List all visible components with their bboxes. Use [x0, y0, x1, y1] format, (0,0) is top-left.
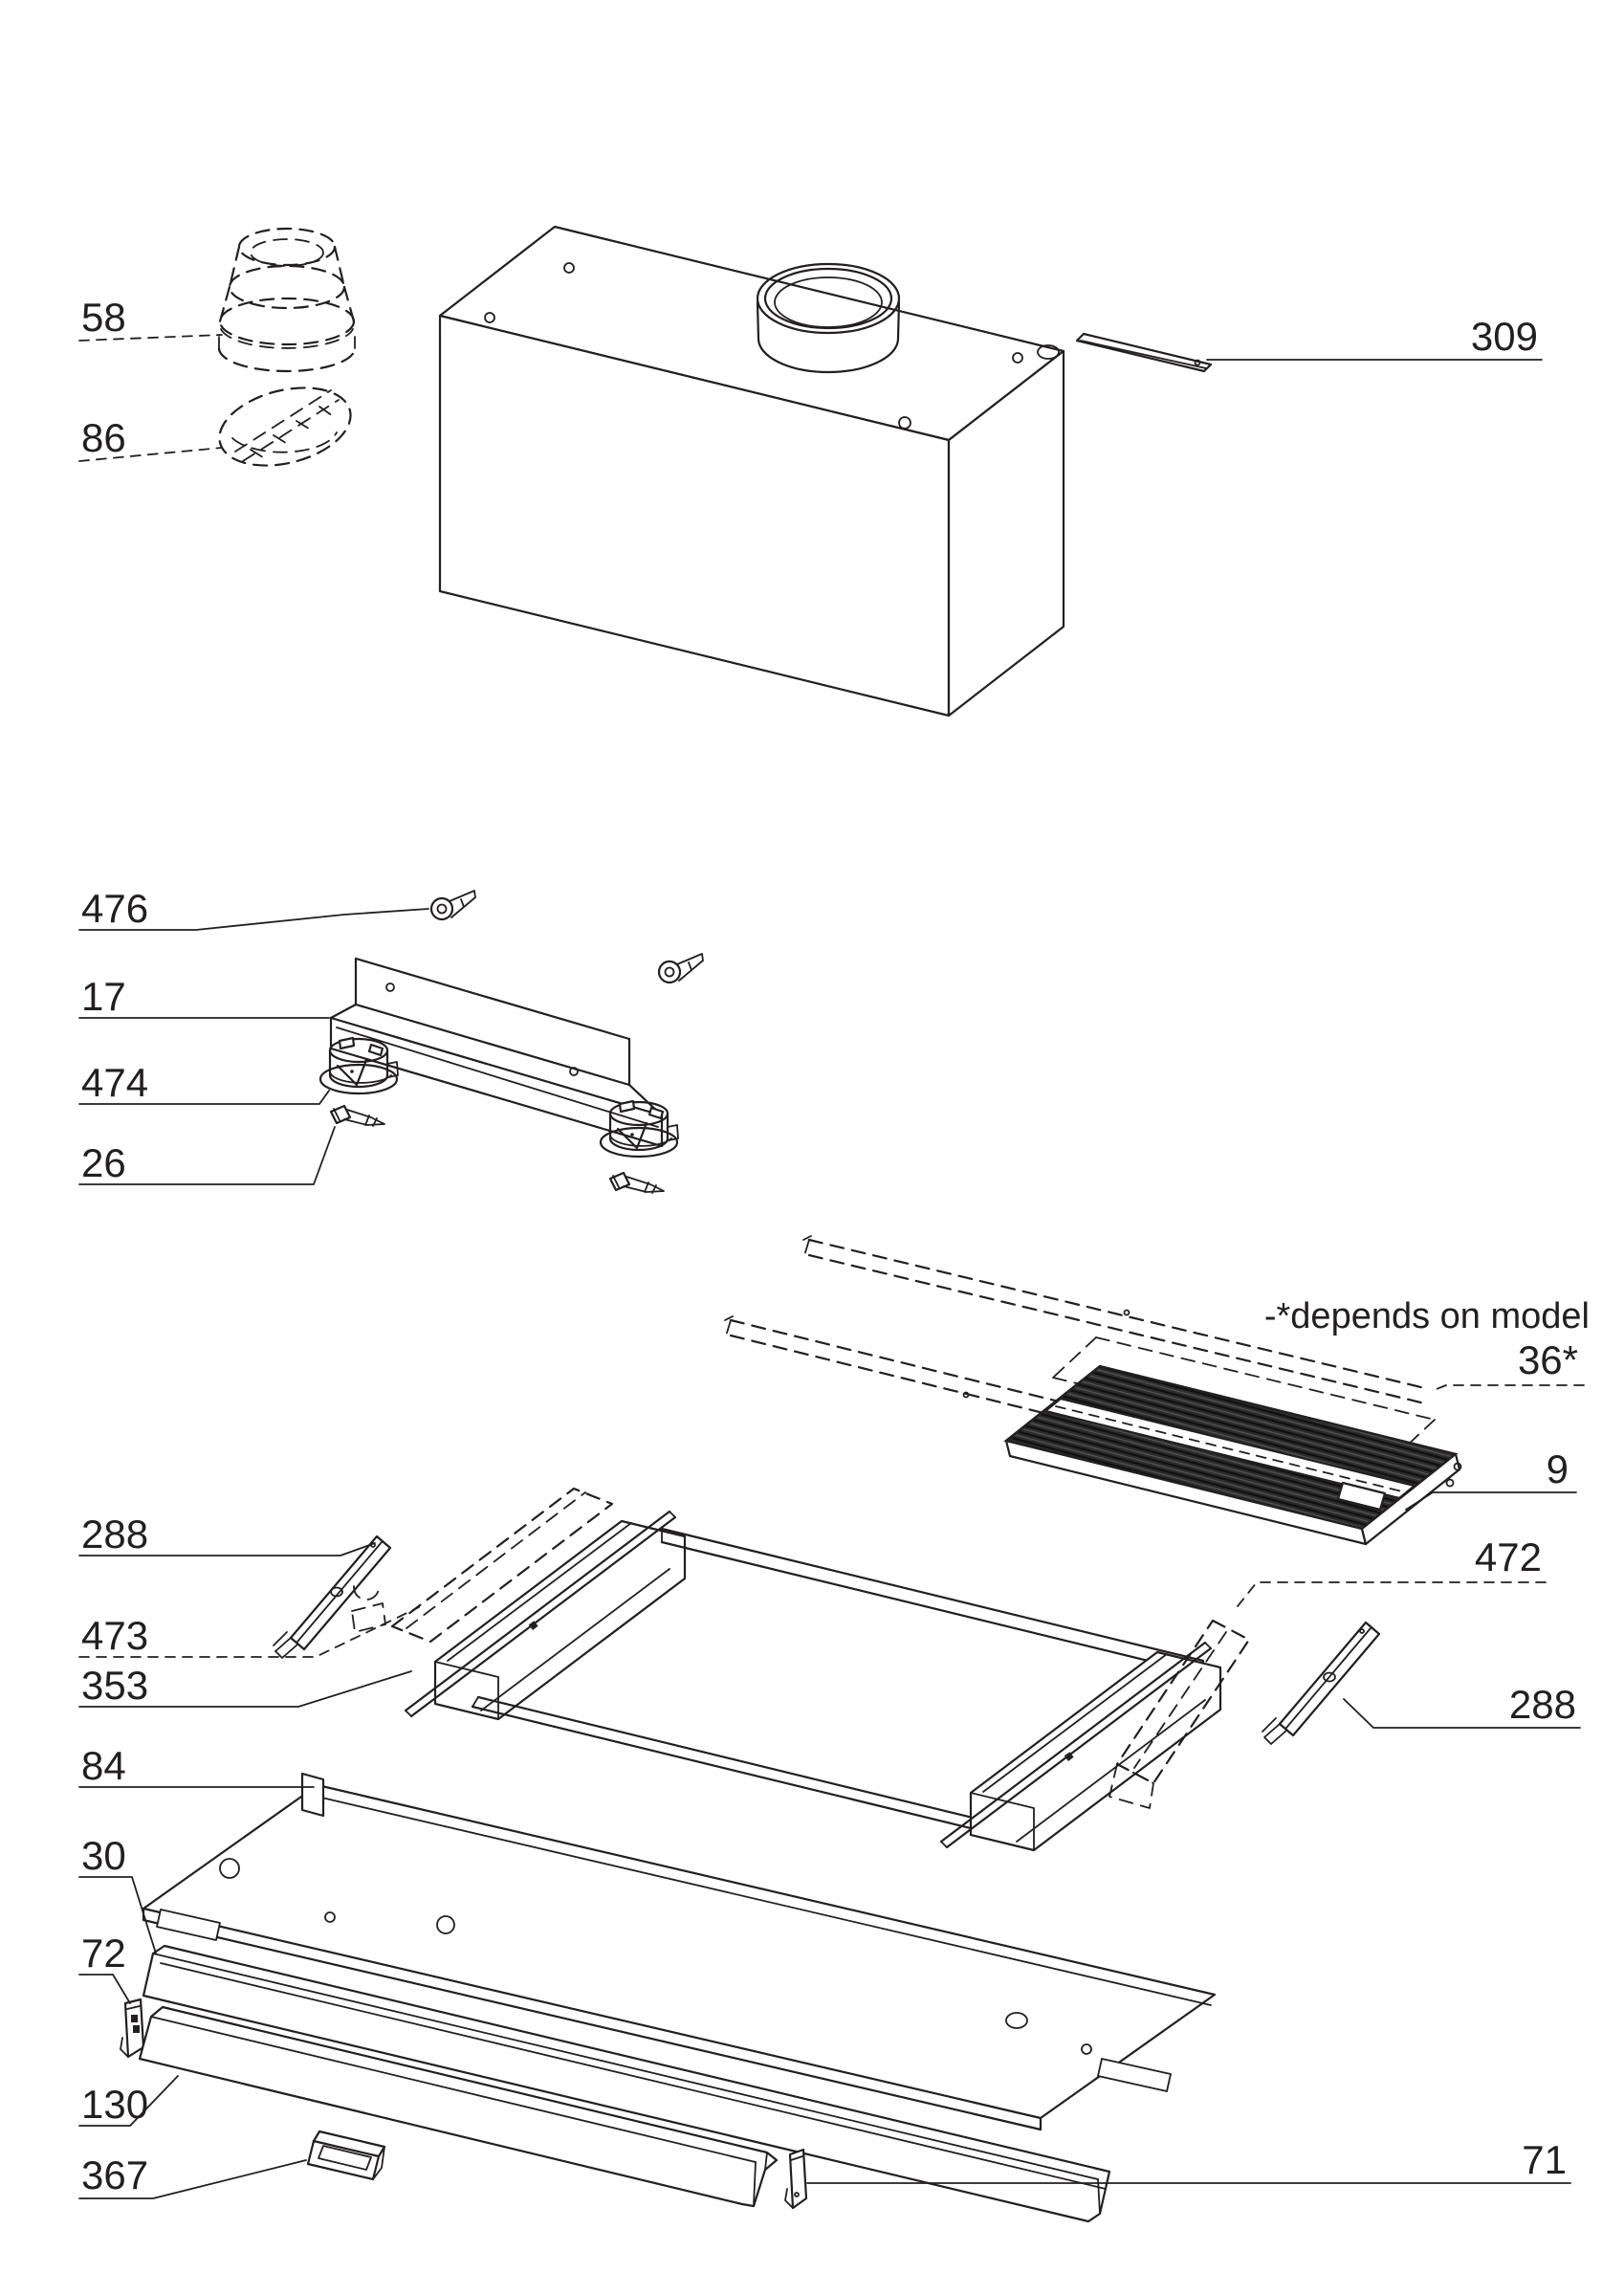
leader-58	[78, 334, 223, 342]
screw-part-476-icon	[657, 953, 704, 984]
part-label-473: 473	[81, 1613, 148, 1658]
side-bracket-part-473-icon	[351, 1487, 614, 1644]
slide-rod-part-288-right-icon	[1262, 1621, 1381, 1745]
grease-filter-part-9-icon	[1003, 1364, 1462, 1546]
cable-hole	[1037, 344, 1060, 360]
screw-part-26-icon	[608, 1171, 665, 1194]
bottom-panel-part-84-icon	[142, 1772, 1217, 2131]
slide-frame-part-353-icon	[404, 1510, 1222, 1852]
part-label-9: 9	[1547, 1446, 1569, 1491]
mounting-strip-part-309-icon	[1075, 332, 1213, 373]
damper-part-474-icon	[599, 1099, 679, 1159]
non-return-valve-part-86-icon	[218, 386, 352, 467]
clip-part-71-icon	[784, 2148, 808, 2210]
leader-367	[78, 2159, 307, 2199]
part-label-84: 84	[81, 1743, 126, 1788]
slide-rod-part-288-left-icon	[273, 1534, 392, 1659]
leader-72	[78, 1974, 131, 2004]
screw-hole	[898, 416, 911, 430]
leader-288-left	[78, 1542, 376, 1556]
leader-86	[78, 447, 223, 462]
handle-part-367-icon	[306, 2130, 386, 2181]
damper-part-474-icon	[318, 1036, 399, 1095]
part-label-71: 71	[1522, 2137, 1567, 2182]
part-label-30: 30	[81, 1833, 126, 1878]
screw-hole	[484, 312, 495, 323]
part-label-476: 476	[81, 886, 148, 931]
leader-353	[78, 1670, 412, 1708]
part-label-353: 353	[81, 1663, 148, 1708]
part-label-474: 474	[81, 1060, 148, 1105]
exhaust-collar-icon	[756, 262, 901, 374]
part-label-36: 36*	[1518, 1337, 1578, 1382]
leader-288-right	[1343, 1698, 1581, 1729]
leader-26	[78, 1126, 336, 1185]
part-label-367: 367	[81, 2152, 148, 2197]
part-label-17: 17	[81, 974, 126, 1019]
part-label-86: 86	[81, 415, 126, 460]
part-label-288-right: 288	[1509, 1682, 1576, 1727]
front-panel-part-130-icon	[138, 2005, 779, 2208]
leader-36	[1431, 1384, 1585, 1392]
leader-472	[1233, 1581, 1547, 1612]
part-label-72: 72	[81, 1931, 126, 1976]
clip-part-72-icon	[120, 1998, 145, 2059]
screw-hole	[563, 262, 575, 274]
side-bracket-part-472-icon	[1108, 1619, 1251, 1809]
leader-474	[78, 1090, 330, 1105]
screw-part-476-icon	[429, 890, 476, 921]
duct-reducer-part-58-icon	[217, 227, 357, 373]
leader-30	[78, 1876, 157, 1954]
part-label-309: 309	[1471, 314, 1538, 359]
part-label-58: 58	[81, 295, 126, 340]
part-label-288-left: 288	[81, 1512, 148, 1556]
leader-130	[78, 2075, 179, 2127]
screw-hole	[1012, 352, 1023, 364]
leader-9	[1405, 1491, 1577, 1511]
hood-housing-box	[438, 225, 1065, 718]
leader-473	[78, 1606, 420, 1658]
leader-476	[78, 908, 429, 931]
part-label-472: 472	[1475, 1534, 1542, 1579]
depends-on-model-note: -*depends on model	[1264, 1296, 1590, 1336]
part-label-26: 26	[81, 1140, 126, 1185]
screw-part-26-icon	[329, 1104, 385, 1127]
part-label-130: 130	[81, 2082, 148, 2127]
lower-strip-part-30-icon	[142, 1944, 1111, 2223]
